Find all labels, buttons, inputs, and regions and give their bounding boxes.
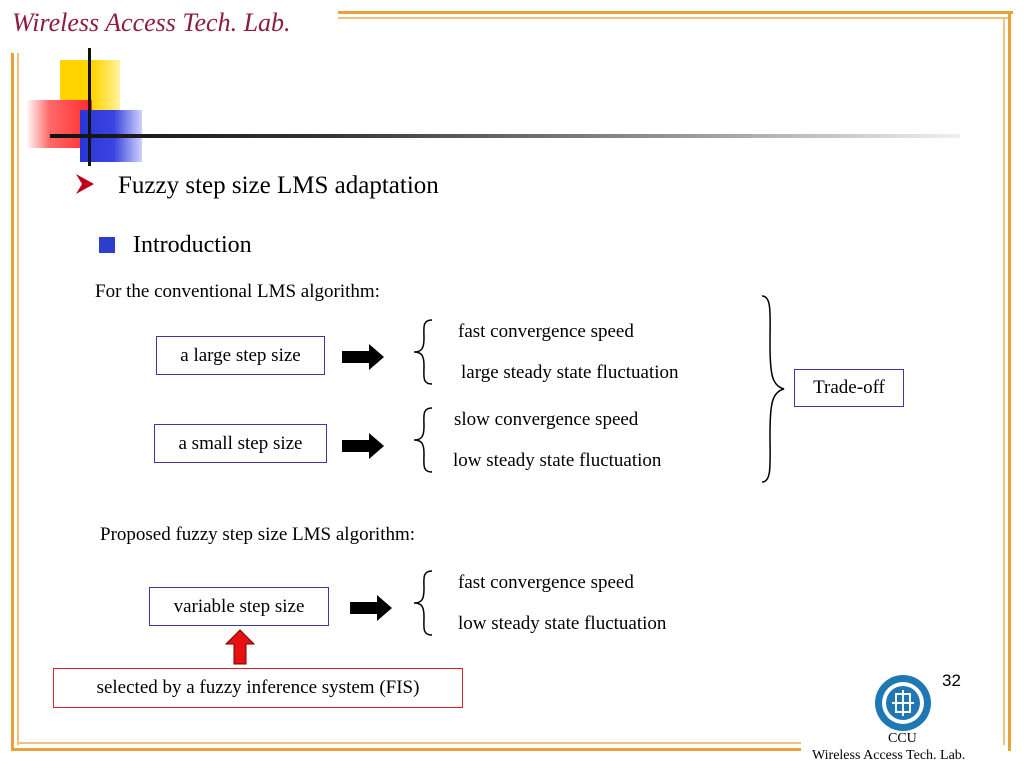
left-brace-icon [410,406,436,479]
frame-left-outer [11,53,14,751]
variable-step-outcome-2: low steady state fluctuation [458,613,667,634]
small-step-outcome-1: slow convergence speed [454,409,639,430]
frame-bottom-inner [17,742,801,744]
proposed-label: Proposed fuzzy step size LMS algorithm: [100,524,416,545]
lab-title: Wireless Access Tech. Lab. [12,8,291,37]
left-brace-icon [410,318,436,391]
square-bullet-icon [99,237,115,253]
frame-left-inner [17,53,19,745]
ccu-emblem-icon [872,672,934,739]
footer-org-short: CCU [888,731,917,746]
up-block-arrow-icon [224,629,256,670]
vertical-cross-line [88,48,91,166]
frame-top-inner [338,17,1009,19]
variable-step-box: variable step size [149,587,329,626]
variable-step-outcome-1: fast convergence speed [458,572,634,593]
fis-box: selected by a fuzzy inference system (FI… [53,668,463,708]
right-brace-icon [758,294,790,489]
slide-heading: Fuzzy step size LMS adaptation [118,172,439,199]
large-step-outcome-1: fast convergence speed [458,321,634,342]
large-step-box: a large step size [156,336,325,375]
left-brace-icon [410,569,436,642]
right-arrowhead-icon [74,172,96,201]
frame-bottom-outer [11,748,801,751]
frame-right-inner [1003,17,1005,745]
page-number: 32 [942,671,961,690]
slide-subheading: Introduction [133,232,252,258]
right-block-arrow-icon [341,432,385,465]
footer-org-lab: Wireless Access Tech. Lab. [812,748,966,763]
small-step-box: a small step size [154,424,327,463]
right-block-arrow-icon [341,343,385,376]
frame-top-outer [338,11,1013,14]
right-block-arrow-icon [349,594,393,627]
horizontal-cross-line [50,134,960,138]
conventional-label: For the conventional LMS algorithm: [95,281,380,302]
small-step-outcome-2: low steady state fluctuation [453,450,662,471]
large-step-outcome-2: large steady state fluctuation [461,362,679,383]
tradeoff-box: Trade-off [794,369,904,407]
frame-right-outer [1008,11,1011,751]
